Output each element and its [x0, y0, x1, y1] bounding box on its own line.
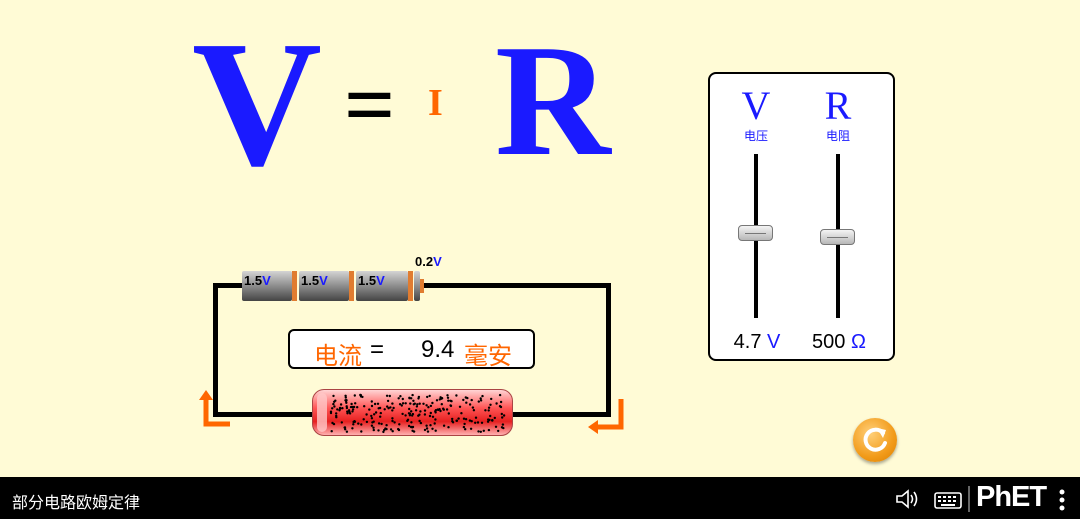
- keyboard-icon[interactable]: [933, 489, 963, 511]
- wire-top-left: [213, 283, 242, 288]
- sim-title: 部分电路欧姆定律: [12, 495, 141, 512]
- menu-icon[interactable]: [1056, 487, 1068, 513]
- wire-bottom-right: [512, 412, 611, 417]
- battery-3: [356, 271, 408, 301]
- current-arrow-right: [588, 399, 624, 434]
- navigation-bar: [0, 477, 1080, 519]
- wire-top-right: [421, 283, 611, 288]
- resistance-value: 500: [812, 331, 846, 353]
- voltage-label: 电压: [743, 129, 768, 143]
- equation-v: V: [192, 4, 322, 203]
- reset-icon: [863, 427, 887, 452]
- current-label: 电流: [314, 343, 362, 370]
- resistor: [312, 389, 513, 436]
- battery-1-cap: [292, 271, 297, 301]
- voltage-readout: 4.7 V: [712, 331, 802, 354]
- voltage-symbol: V: [741, 83, 771, 128]
- current-readout: 电流 = 9.4 毫安: [288, 329, 535, 370]
- nav-divider: [968, 486, 970, 512]
- resistance-readout: 500 Ω: [794, 331, 884, 354]
- wire-left: [213, 283, 218, 417]
- resistance-label: 电阻: [825, 129, 850, 143]
- battery-4-label: 0.2V: [415, 254, 442, 269]
- current-equals: =: [370, 336, 385, 363]
- voltage-unit: V: [767, 331, 781, 353]
- battery-3-cap: [408, 271, 413, 301]
- battery-4: [414, 271, 420, 301]
- battery-2-cap: [349, 271, 354, 301]
- wire-bottom-left: [213, 412, 313, 417]
- current-value: 9.4: [421, 336, 455, 363]
- battery-4-cap: [420, 279, 424, 293]
- battery-2: [299, 271, 349, 301]
- current-arrow-left: [199, 390, 230, 427]
- reset-button[interactable]: [853, 418, 897, 462]
- battery-1: [242, 271, 292, 301]
- equation-r: R: [495, 11, 611, 189]
- resistance-symbol: R: [824, 83, 852, 128]
- phet-logo[interactable]: PhET: [976, 481, 1047, 513]
- voltage-value: 4.7: [733, 331, 762, 353]
- resistance-slider-thumb[interactable]: [820, 229, 855, 245]
- control-panel: [708, 72, 895, 361]
- battery-2-label: 1.5V: [301, 273, 328, 288]
- equation-equals: =: [344, 56, 396, 155]
- sound-icon[interactable]: [894, 488, 922, 510]
- equation-i: I: [428, 82, 443, 124]
- resistor-end-left: [317, 393, 327, 432]
- voltage-slider-thumb[interactable]: [738, 225, 773, 241]
- resistor-impurity-dots: [329, 393, 506, 434]
- wire-right: [606, 283, 611, 417]
- battery-1-label: 1.5V: [244, 273, 271, 288]
- resistance-unit: Ω: [850, 331, 866, 353]
- current-unit: 毫安: [464, 343, 512, 370]
- battery-3-label: 1.5V: [358, 273, 385, 288]
